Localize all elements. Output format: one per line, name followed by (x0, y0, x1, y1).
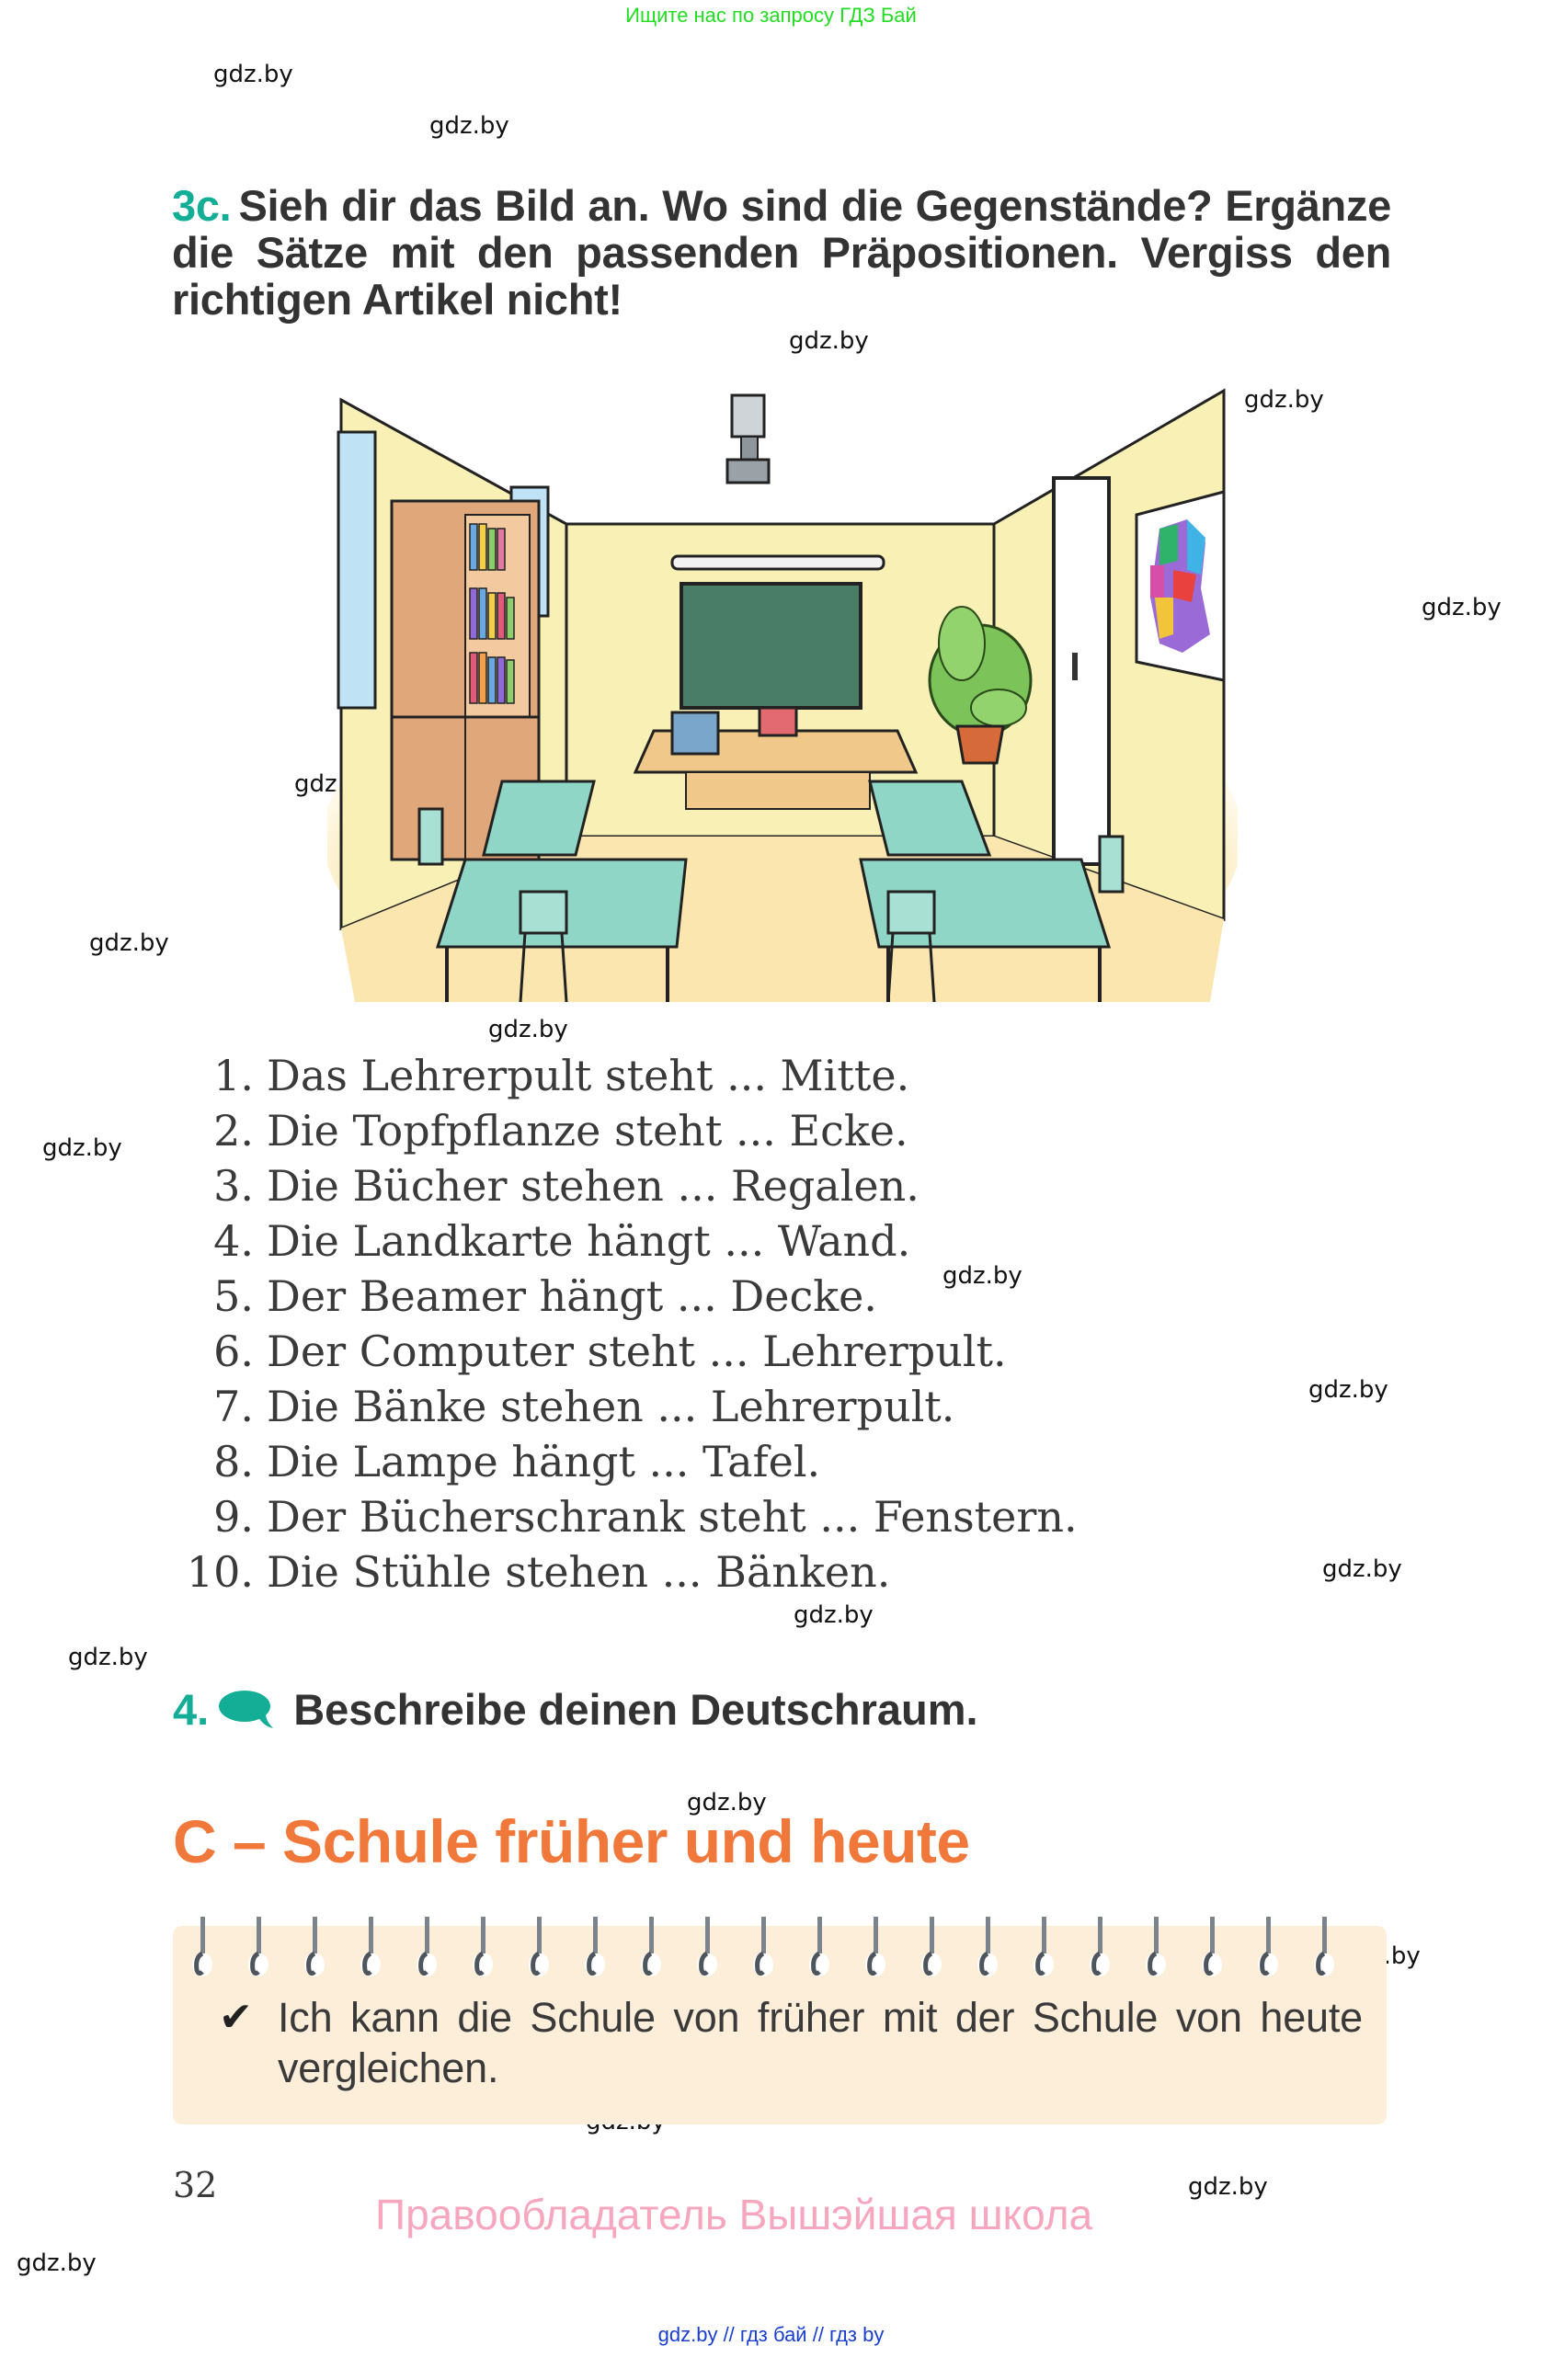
watermark: gdz.by (942, 1262, 1022, 1290)
task-text: Beschreibe deinen Deutschraum. (293, 1685, 978, 1734)
watermark: gdz.by (488, 1016, 568, 1043)
watermark: gdz.by (42, 1134, 122, 1162)
watermark: gdz.by (1188, 2173, 1268, 2201)
footer-links[interactable]: gdz.by // гдз бай // гдз by (657, 2323, 885, 2346)
watermark: gdz.by (68, 1644, 148, 1671)
sentence-item: 6.Der Computer steht ... Lehrerpult. (213, 1327, 1007, 1376)
task-text: Sieh dir das Bild an. Wo sind die Gegens… (172, 181, 1391, 324)
sentence-item: 3.Die Bücher stehen ... Regalen. (213, 1161, 919, 1211)
learning-goal-box: ✔ Ich kann die Schule von früher mit der… (173, 1917, 1387, 2124)
watermark: gdz.by (1244, 386, 1324, 414)
watermark: gdz.by (794, 1601, 874, 1629)
section-title: C – Schule früher und heute (173, 1807, 970, 1875)
sentence-item: 4.Die Landkarte hängt ... Wand. (213, 1216, 911, 1266)
sentence-item: 9.Der Bücherschrank steht ... Fenstern. (213, 1492, 1078, 1542)
classroom-illustration (323, 377, 1242, 1039)
learning-goal-text: Ich kann die Schule von früher mit der S… (278, 1994, 1363, 2091)
task-number: 4. (173, 1685, 210, 1734)
sentence-item: 1.Das Lehrerpult steht ... Mitte. (213, 1051, 910, 1100)
sentence-item: 8.Die Lampe hängt ... Tafel. (213, 1437, 821, 1486)
learning-goal: ✔ Ich kann die Schule von früher mit der… (219, 1992, 1363, 2093)
sentence-item: 2.Die Topfpflanze steht ... Ecke. (213, 1106, 908, 1156)
classroom-icon (323, 388, 1242, 1039)
watermark: gdz.by (1322, 1555, 1402, 1583)
top-banner[interactable]: Ищите нас по запросу ГДЗ Бай (625, 4, 917, 27)
watermark: gdz.by (1308, 1376, 1388, 1404)
spiral-binding (191, 1917, 1405, 1981)
watermark: gdz.by (1422, 594, 1502, 621)
sentence-item: 5.Der Beamer hängt ... Decke. (213, 1271, 877, 1321)
task-3c-instruction: 3c.Sieh dir das Bild an. Wo sind die Geg… (172, 182, 1391, 323)
speech-bubble-icon (219, 1690, 274, 1728)
watermark: gdz.by (687, 1789, 767, 1816)
sentence-list: 1.Das Lehrerpult steht ... Mitte. 2.Die … (173, 1048, 1078, 1600)
copyright-notice: Правообладатель Вышэйшая школа (375, 2191, 1093, 2238)
task-number: 3c. (172, 181, 232, 230)
sentence-item: 7.Die Bänke stehen ... Lehrerpult. (213, 1382, 955, 1431)
watermark: gdz.by (89, 929, 169, 957)
watermark: gdz.by (17, 2249, 97, 2277)
page-number: 32 (173, 2165, 218, 2205)
watermark: gdz.by (213, 61, 293, 88)
watermark: gdz.by (429, 112, 509, 140)
spiral-rings-icon (192, 1917, 1334, 1976)
task-4-instruction: 4. Beschreibe deinen Deutschraum. (173, 1684, 978, 1735)
checkmark-icon: ✔ (219, 1995, 253, 2040)
sentence-item: 10.Die Stühle stehen ... Bänken. (186, 1547, 891, 1597)
watermark: gdz.by (789, 327, 869, 355)
